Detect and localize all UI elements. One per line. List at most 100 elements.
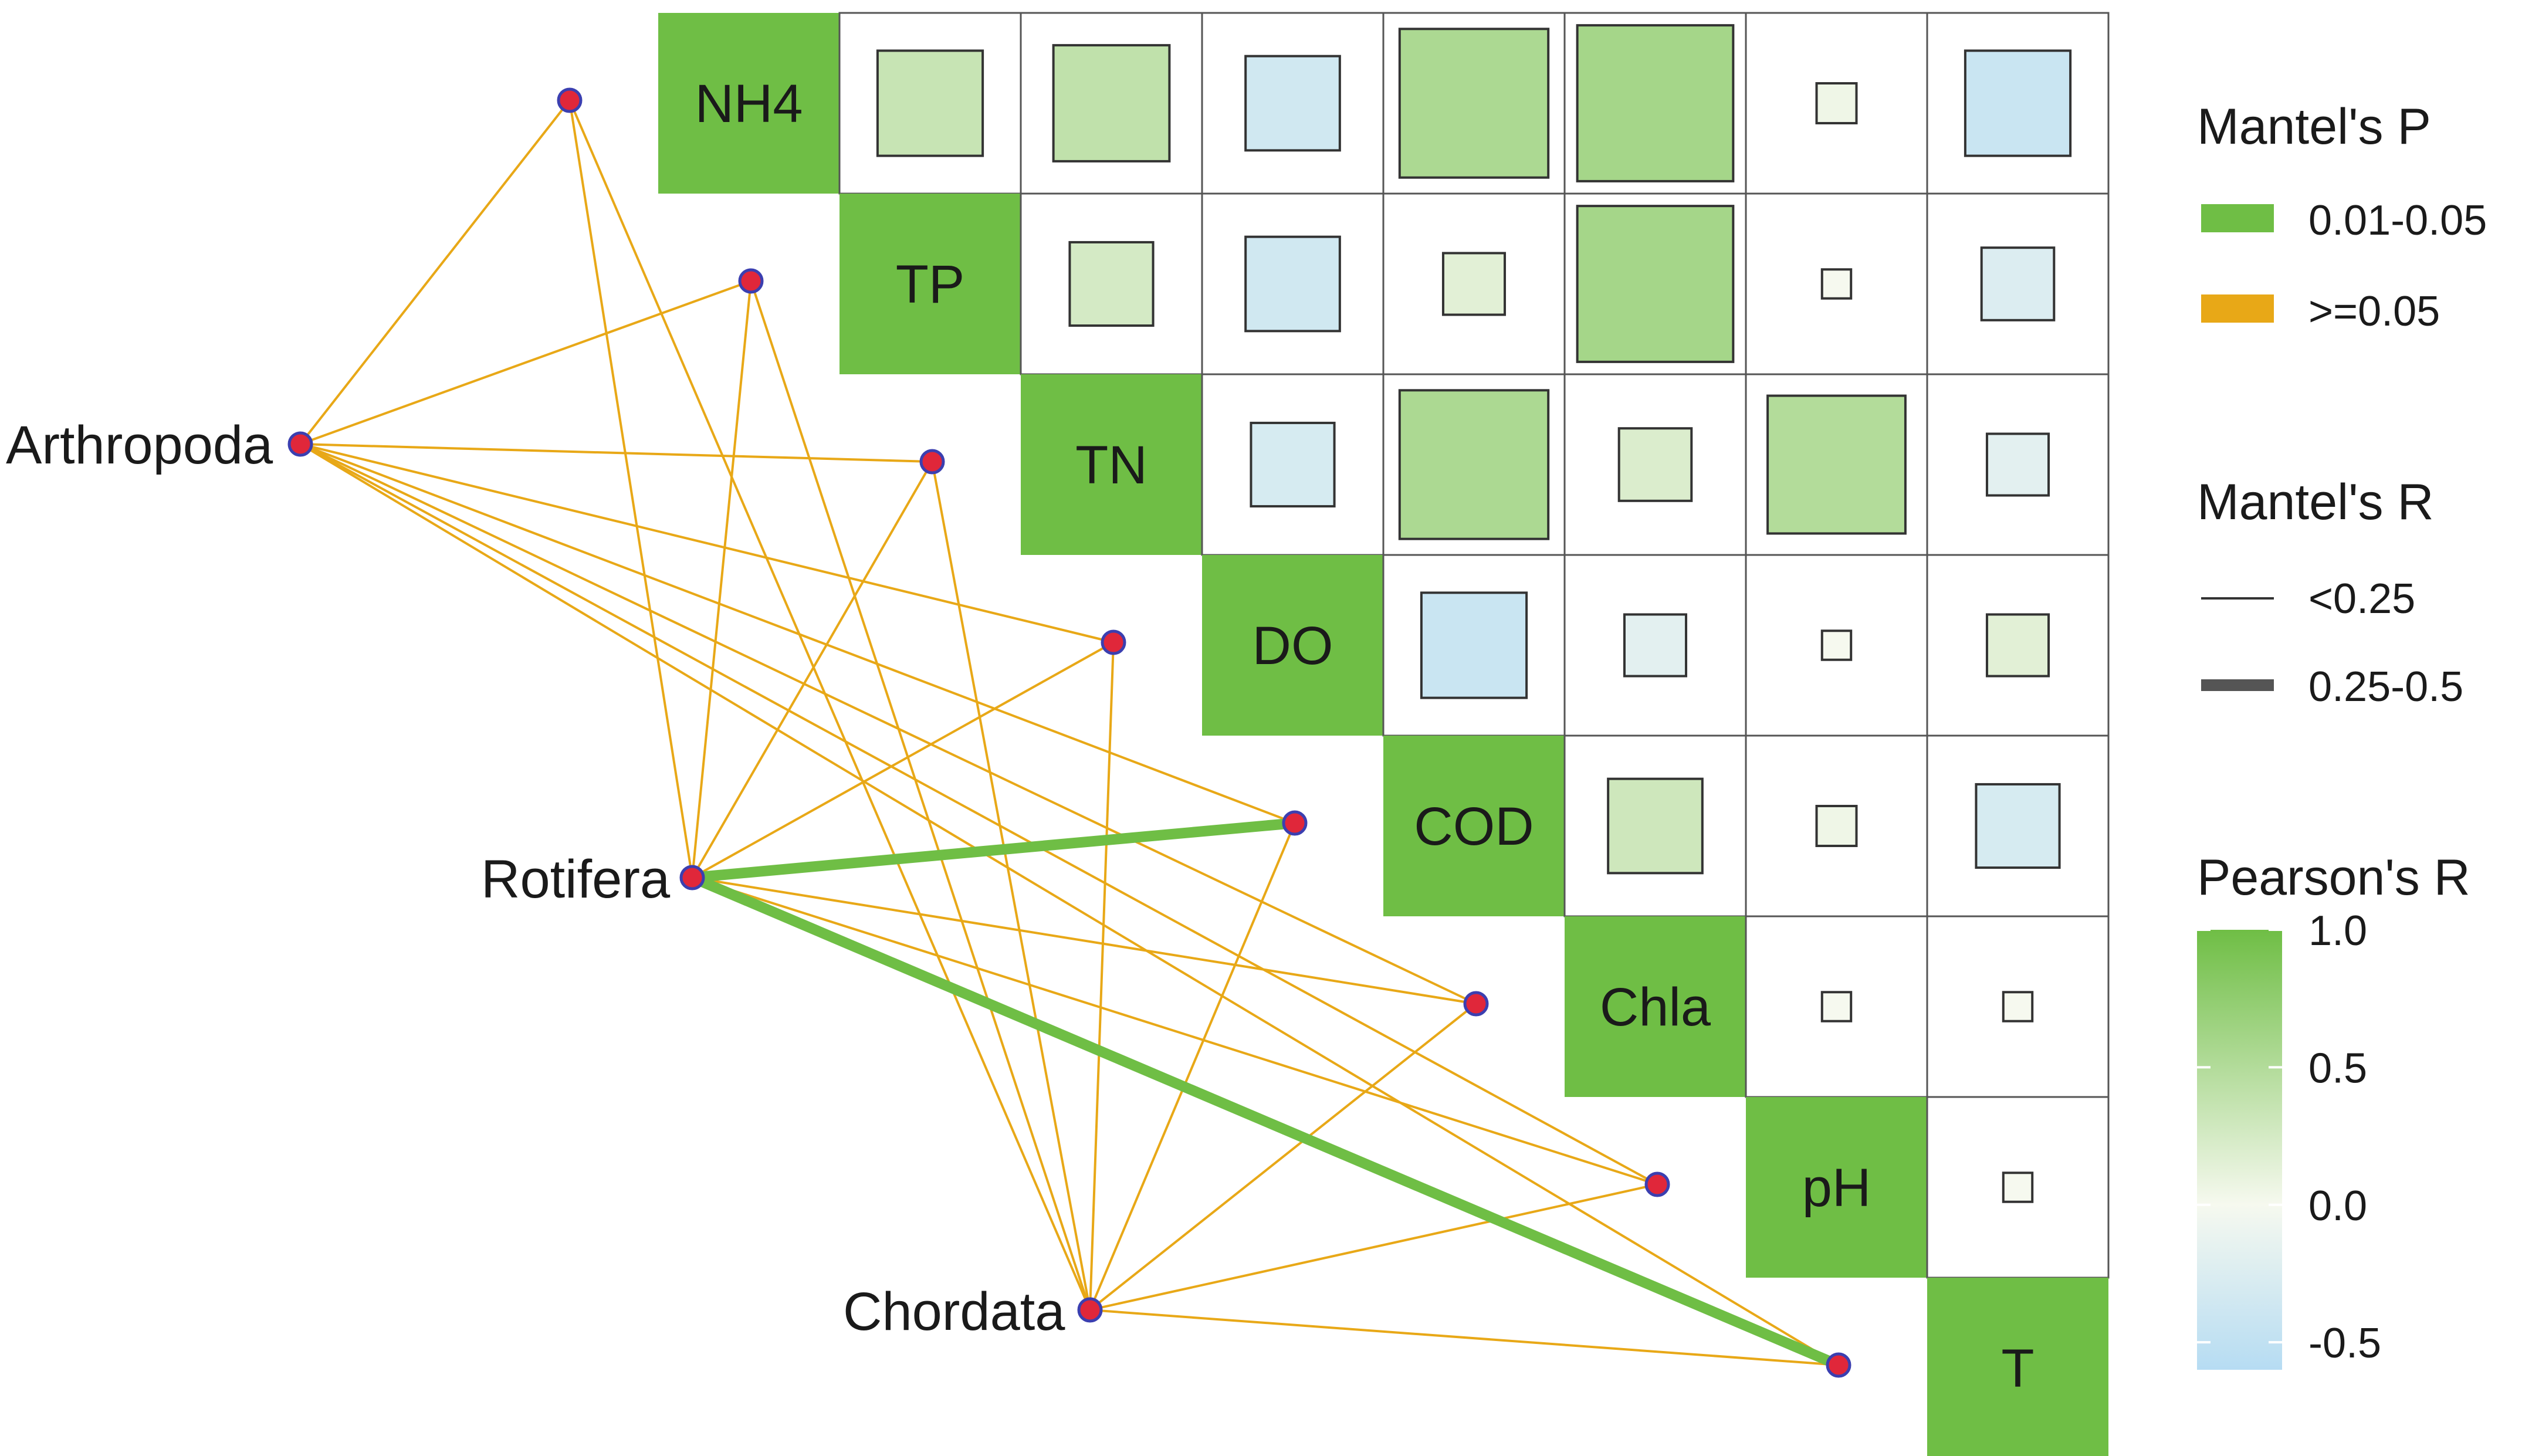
mantel-link-arthropoda-do <box>300 443 1114 644</box>
pearson-square-nh4-tn <box>1052 44 1171 162</box>
pearson-square-tn-chla <box>1617 427 1693 502</box>
mantel-link-rotifera-chla <box>692 876 1477 1005</box>
mantel-link-arthropoda-ph <box>300 443 1658 1186</box>
pearson-square-tn-t <box>1985 432 2050 497</box>
endpoint-tp <box>738 268 764 294</box>
pearson-square-nh4-do <box>1244 55 1341 152</box>
pearson-square-nh4-ph <box>1815 82 1858 124</box>
pearson-square-do-ph <box>1820 629 1853 661</box>
pearson-square-do-t <box>1985 613 2050 678</box>
pearson-square-nh4-t <box>1964 49 2072 157</box>
colorbar-tick-label: -0.5 <box>2308 1320 2381 1367</box>
pearson-square-do-chla <box>1623 613 1688 678</box>
mantel-r-legend-title: Mantel's R <box>2197 474 2434 530</box>
diagonal-cell-t <box>1927 1278 2108 1456</box>
taxon-label-chordata: Chordata <box>843 1282 1065 1342</box>
mantel-link-arthropoda-tn <box>300 443 933 463</box>
variable-label-t: T <box>2001 1339 2034 1399</box>
mantel-link-rotifera-ph <box>692 876 1658 1186</box>
pearson-square-tn-ph <box>1766 394 1907 535</box>
node-rotifera <box>679 865 705 890</box>
pearson-square-chla-ph <box>1820 991 1853 1022</box>
colorbar-tick-label: 0.5 <box>2308 1045 2367 1092</box>
mantel-link-chordata-ph <box>1089 1183 1658 1311</box>
node-arthropoda <box>287 431 313 457</box>
pearson-square-tp-t <box>1980 246 2056 321</box>
variable-label-tp: TP <box>896 255 965 314</box>
mantel-link-arthropoda-tp <box>300 280 752 445</box>
pearson-square-nh4-tp <box>876 49 984 157</box>
colorbar-tick-label: 1.0 <box>2308 908 2367 954</box>
mantel-p-label-nonsignificant: >=0.05 <box>2308 288 2440 335</box>
pearson-square-tn-do <box>1250 421 1336 508</box>
mantel-link-arthropoda-chla <box>300 443 1477 1005</box>
mantel-link-rotifera-tp <box>691 280 752 878</box>
pearson-square-tp-cod <box>1441 252 1507 316</box>
mantel-link-chordata-do <box>1089 642 1115 1311</box>
mantel-link-chordata-t <box>1089 1309 1839 1366</box>
mantel-link-rotifera-t <box>690 872 1841 1370</box>
endpoint-ph <box>1644 1171 1670 1197</box>
pearson-square-do-cod <box>1420 591 1528 699</box>
pearson-square-chla-t <box>2002 991 2034 1022</box>
pearson-square-nh4-cod <box>1398 28 1550 179</box>
mantel-r-label-thick: 0.25-0.5 <box>2308 663 2463 710</box>
mantel-link-rotifera-tn <box>691 461 933 878</box>
pearson-square-tn-cod <box>1398 389 1550 540</box>
node-chordata <box>1077 1297 1103 1323</box>
pearson-r-legend-title: Pearson's R <box>2197 849 2470 906</box>
endpoint-cod <box>1282 810 1308 836</box>
mantel-link-rotifera-cod <box>692 818 1295 883</box>
mantel-links <box>299 99 1841 1370</box>
diagonal-cell-tp <box>840 194 1021 374</box>
pearson-square-cod-t <box>1975 783 2061 869</box>
endpoint-nh4 <box>557 87 583 113</box>
endpoint-t <box>1826 1352 1851 1378</box>
mantel-link-arthropoda-cod <box>300 443 1295 824</box>
mantel-link-chordata-chla <box>1089 1003 1477 1311</box>
mantel-link-rotifera-do <box>692 641 1114 879</box>
mantel-link-chordata-tp <box>750 280 1091 1311</box>
endpoint-tn <box>919 449 945 475</box>
colorbar-tick-label: 0.0 <box>2308 1183 2367 1230</box>
taxon-label-arthropoda: Arthropoda <box>6 415 273 475</box>
endpoint-do <box>1101 629 1126 655</box>
variable-label-ph: pH <box>1802 1158 1871 1218</box>
mantel-p-label-significant: 0.01-0.05 <box>2308 197 2487 244</box>
mantel-link-arthropoda-t <box>299 443 1840 1366</box>
mantel-link-chordata-tn <box>931 461 1091 1311</box>
pearson-square-cod-chla <box>1607 777 1704 875</box>
variable-label-tn: TN <box>1075 435 1147 495</box>
diagonal-cell-do <box>1202 555 1383 736</box>
pearson-square-tp-ph <box>1820 268 1853 300</box>
diagonal-cell-ph <box>1746 1097 1927 1278</box>
variable-label-nh4: NH4 <box>695 74 803 134</box>
mantel-link-rotifera-nh4 <box>568 100 693 878</box>
mantel-p-swatch-significant <box>2201 204 2274 232</box>
diagonal-cell-chla <box>1565 916 1746 1097</box>
endpoint-chla <box>1463 991 1489 1017</box>
pearson-square-tp-chla <box>1576 205 1735 363</box>
pearson-square-ph-t <box>2002 1171 2034 1203</box>
mantel-r-label-thin: <0.25 <box>2308 575 2415 622</box>
variable-label-chla: Chla <box>1600 977 1711 1037</box>
mantel-p-legend-title: Mantel's P <box>2197 99 2431 155</box>
diagonal-cell-cod <box>1383 736 1565 916</box>
mantel-link-arthropoda-nh4 <box>299 99 571 445</box>
pearson-square-tp-tn <box>1068 241 1155 327</box>
pearson-square-tp-do <box>1244 235 1341 333</box>
pearson-r-colorbar-ticks: 1.0 0.5 0.0 -0.5 <box>2197 908 2381 1367</box>
mantel-p-swatch-nonsignificant <box>2201 294 2274 323</box>
variable-label-do: DO <box>1253 616 1333 676</box>
diagonal-cell-nh4 <box>658 13 840 194</box>
pearson-square-nh4-chla <box>1576 24 1735 182</box>
mantel-link-chordata-cod <box>1089 822 1296 1311</box>
pearson-r-colorbar <box>2197 930 2282 1370</box>
variable-label-cod: COD <box>1414 797 1534 856</box>
mantel-link-chordata-nh4 <box>568 100 1091 1311</box>
taxon-label-rotifera: Rotifera <box>481 849 671 909</box>
legend: Mantel's P 0.01-0.05 >=0.05 Mantel's R <… <box>2197 99 2487 1370</box>
